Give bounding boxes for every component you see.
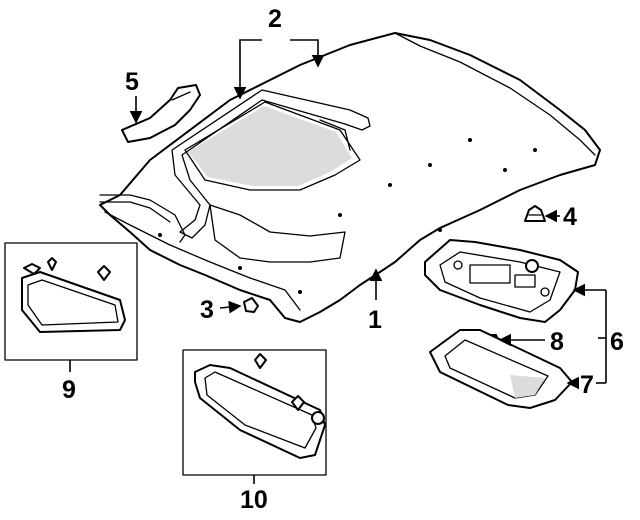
roof-seal	[99, 89, 371, 243]
callout-10: 10	[240, 486, 268, 514]
fastener-4	[524, 205, 546, 222]
dome-lamp-housing	[424, 239, 579, 323]
clip-3	[243, 297, 259, 313]
callout-2: 2	[268, 5, 282, 33]
leader-lines	[69, 39, 607, 484]
grab-handle	[121, 84, 201, 143]
callout-6: 6	[610, 328, 624, 356]
callout-4: 4	[563, 203, 577, 231]
callout-3: 3	[200, 296, 214, 324]
sun-visor-left-group	[4, 242, 138, 361]
callout-7: 7	[580, 371, 594, 399]
callout-8: 8	[550, 328, 564, 356]
headliner	[99, 32, 601, 323]
callout-9: 9	[62, 376, 76, 404]
callout-1: 1	[368, 306, 382, 334]
sun-visor-right-group	[182, 349, 327, 476]
callout-5: 5	[125, 68, 139, 96]
lamp-lens	[429, 329, 573, 409]
